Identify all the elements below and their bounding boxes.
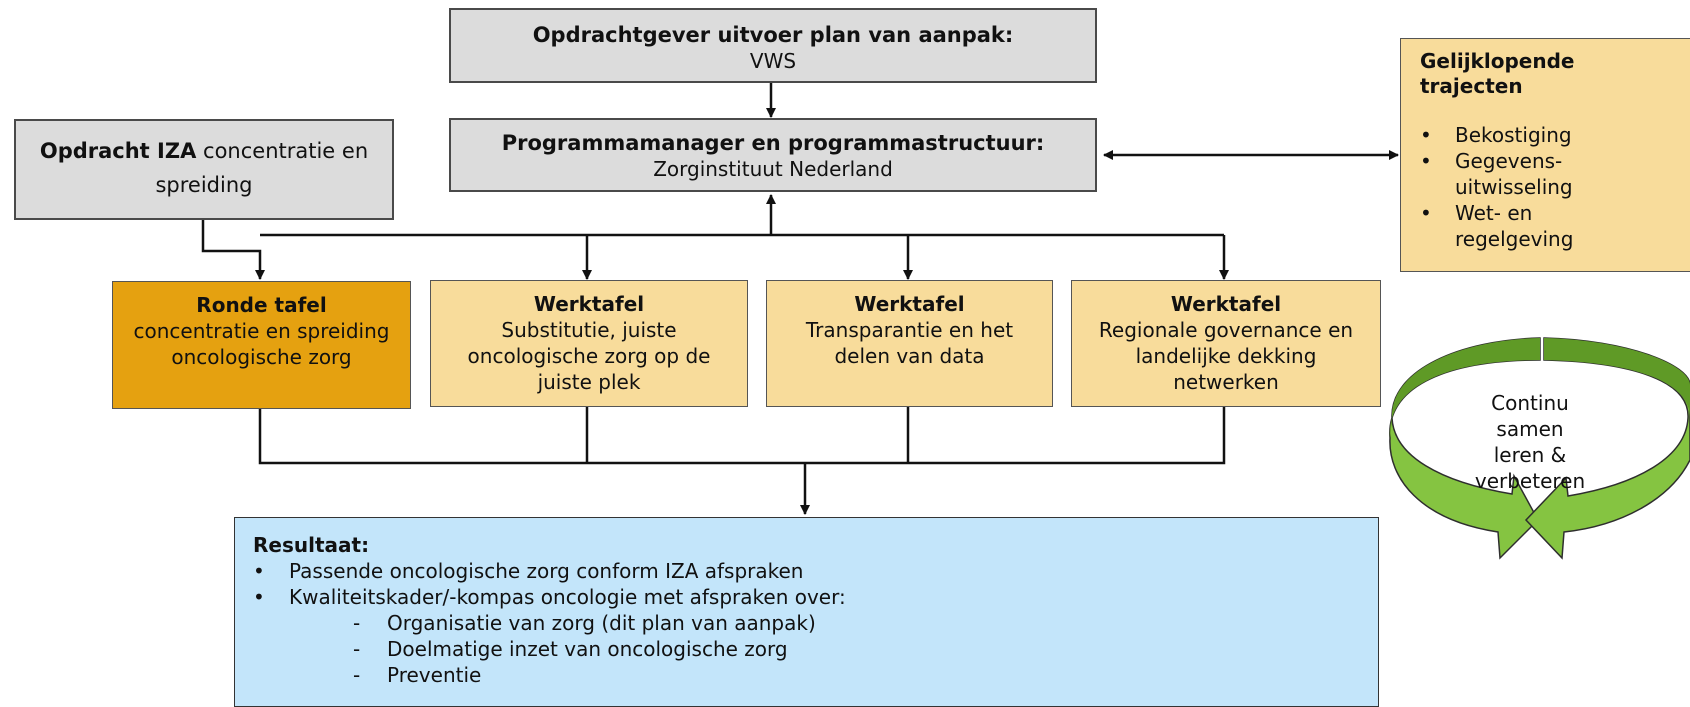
assignment-bold: Opdracht IZA	[39, 139, 197, 163]
cycle-arrows-icon	[1389, 337, 1690, 560]
round-table-box: Ronde tafel concentratie en spreiding on…	[112, 281, 411, 409]
result-title: Resultaat:	[253, 533, 370, 557]
result-box: Resultaat: •Passende oncologische zorg c…	[234, 517, 1379, 707]
result-subitem: -Preventie	[353, 663, 482, 687]
result-subitem: -Doelmatige inzet van oncologische zorg	[353, 637, 788, 661]
parallel-item: •Wet- en regelgeving	[1420, 201, 1574, 251]
client-title: Opdrachtgever uitvoer plan van aanpak:	[532, 23, 1014, 47]
cycle-label: Continu samen leren & verbeteren	[1474, 391, 1586, 493]
round-table-title: Ronde tafel	[196, 293, 327, 317]
client-sub: VWS	[749, 49, 797, 73]
parallel-item: •Gegevens-uitwisseling	[1420, 149, 1573, 199]
program-sub: Zorginstituut Nederland	[653, 157, 893, 181]
worktable-title: Werktafel	[854, 292, 965, 316]
program-title: Programmamanager en programmastructuur:	[501, 131, 1045, 155]
assignment-text: concentratie en spreiding	[155, 139, 369, 197]
worktable-transparency-box: Werktafel Transparantie en het delen van…	[766, 280, 1053, 407]
client-box: Opdrachtgever uitvoer plan van aanpak: V…	[449, 8, 1097, 83]
result-item: •Passende oncologische zorg conform IZA …	[253, 559, 804, 583]
worktable-governance-box: Werktafel Regionale governance en landel…	[1071, 280, 1381, 407]
worktable-title: Werktafel	[1170, 292, 1282, 316]
parallel-tracks-box: Gelijklopende trajecten •Bekostiging •Ge…	[1400, 38, 1690, 272]
assignment-box: Opdracht IZA concentratie en spreiding	[14, 119, 394, 220]
worktable-text: Transparantie en het delen van data	[805, 318, 1014, 368]
worktable-substitution-box: Werktafel Substitutie, juiste oncologisc…	[430, 280, 748, 407]
round-table-text: concentratie en spreiding oncologische z…	[133, 319, 390, 369]
worktable-text: Substitutie, juiste oncologische zorg op…	[467, 318, 711, 394]
result-subitem: -Organisatie van zorg (dit plan van aanp…	[353, 611, 816, 635]
worktable-text: Regionale governance en landelijke dekki…	[1098, 318, 1354, 394]
result-item: •Kwaliteitskader/-kompas oncologie met a…	[253, 585, 846, 609]
parallel-item: •Bekostiging	[1420, 123, 1572, 147]
program-box: Programmamanager en programmastructuur: …	[449, 118, 1097, 192]
parallel-title: Gelijklopende trajecten	[1420, 49, 1575, 98]
worktable-title: Werktafel	[533, 292, 645, 316]
